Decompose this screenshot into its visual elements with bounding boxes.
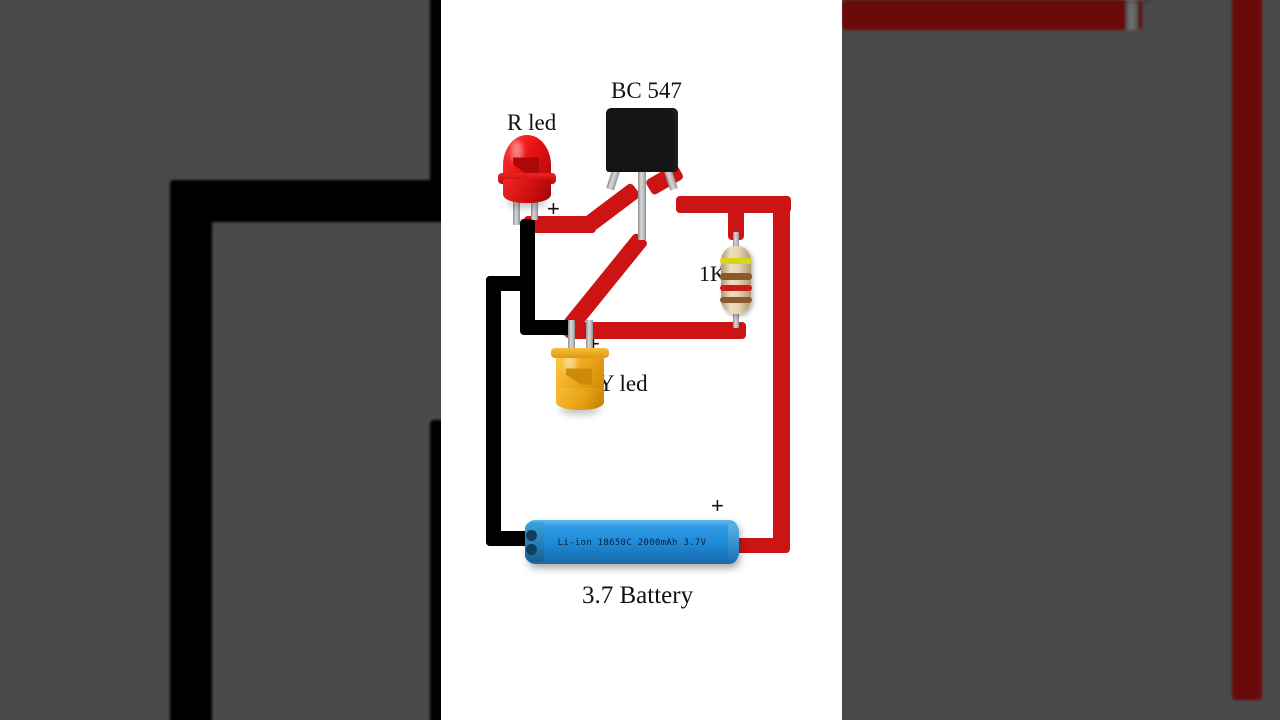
backdrop-wire-black-vertical-a (430, 0, 441, 220)
wire-black-left-rail (486, 276, 501, 546)
battery-cell (526, 520, 738, 564)
wire-red-right-rail (773, 196, 790, 546)
battery-print-text: Li-ion 18650C 2000mAh 3.7V (557, 537, 707, 548)
resistor-label: 1K (699, 261, 726, 286)
backdrop-wire-red-vertical (1232, 0, 1262, 700)
transistor-body (606, 108, 678, 172)
resistor-band-3-red (719, 284, 753, 292)
battery-positive-cap (728, 522, 739, 562)
wire-battery-positive (732, 538, 790, 553)
transistor-base-leg (638, 164, 646, 240)
battery-plus-marker: + (711, 493, 724, 518)
red-led-skirt (503, 178, 551, 203)
wire-black-battery-negative (486, 531, 530, 546)
backdrop-resistor-lead (1125, 0, 1139, 30)
backdrop-wire-black-vertical-b (170, 180, 212, 720)
backdrop-wire-red-horizontal (842, 0, 1142, 30)
circuit-canvas: BC 547 R led Y led 1K 3.7 Battery + + + (441, 0, 842, 720)
battery-negative-nub-top (526, 529, 537, 542)
backdrop-wire-black-horizontal-a (170, 180, 441, 222)
backdrop-right: 1K (842, 0, 1280, 720)
yellow-led-skirt (556, 387, 604, 410)
wire-resistor-top-tap (728, 200, 744, 240)
yellow-led-label: Y led (598, 371, 648, 396)
backdrop-left (0, 0, 441, 720)
backdrop-right-image: 1K (842, 0, 1262, 720)
wire-black-yellow-led-cathode (520, 320, 572, 335)
wire-red-lower-bus (571, 322, 746, 339)
resistor-1k (719, 246, 753, 314)
resistor-band-1-yellow (719, 257, 753, 264)
circuit-panel: BC 547 R led Y led 1K 3.7 Battery + + + (441, 0, 842, 720)
resistor-top-lead (733, 232, 739, 254)
yellow-led-anode-leg (586, 320, 593, 352)
red-led (497, 135, 557, 208)
yellow-led-cathode-leg (568, 320, 575, 352)
red-led-cathode-leg (513, 185, 520, 225)
backdrop-left-image (0, 0, 441, 720)
red-led-plus-marker: + (547, 196, 560, 221)
yellow-led-flange (550, 348, 610, 358)
wire-red-led-anode-stub (524, 216, 596, 233)
backdrop-wire-black-vertical-c (430, 420, 441, 720)
resistor-bottom-lead (733, 306, 739, 328)
battery-18650: Li-ion 18650C 2000mAh 3.7V (525, 520, 739, 564)
battery-label: 3.7 Battery (582, 582, 694, 609)
yellow-led (550, 348, 610, 414)
resistor-band-2-brown (719, 273, 753, 280)
resistor-body (721, 246, 751, 314)
backdrop-wire-black-horizontal-b (430, 700, 441, 720)
resistor-band-4-brown (719, 297, 753, 304)
battery-negative-nub-bottom (526, 543, 537, 556)
red-led-label: R led (507, 110, 557, 135)
transistor-label: BC 547 (611, 78, 682, 103)
